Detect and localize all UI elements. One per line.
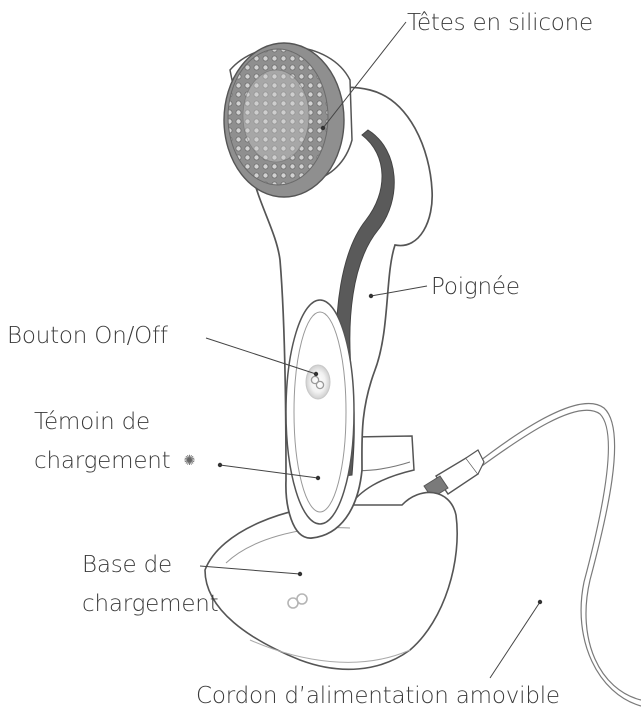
label-base-2: chargement	[82, 589, 218, 619]
front-panel	[286, 300, 354, 524]
power-button	[306, 365, 330, 399]
label-cord: Cordon d’alimentation amovible	[196, 681, 560, 711]
label-power-button: Bouton On/Off	[7, 321, 168, 351]
sun-indicator-icon: ✺	[184, 453, 196, 469]
cord-plug	[424, 450, 484, 498]
label-heads: Têtes en silicone	[407, 8, 593, 38]
label-handle: Poignée	[431, 272, 520, 302]
label-charge-indicator-text: chargement	[34, 448, 170, 474]
label-charge-indicator-2: chargement ✺	[34, 446, 195, 476]
power-cord	[476, 404, 641, 706]
label-charge-indicator-1: Témoin de	[34, 407, 150, 437]
leader-cord	[490, 602, 540, 678]
label-base-1: Base de	[82, 550, 172, 580]
